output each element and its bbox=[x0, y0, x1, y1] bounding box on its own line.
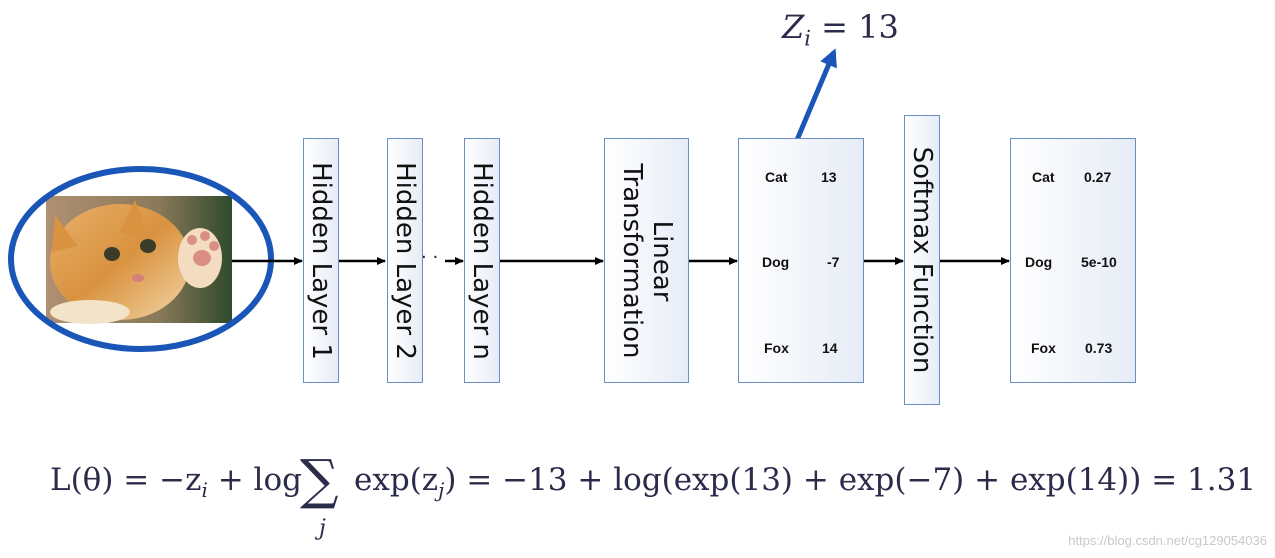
highlight-arrow bbox=[794, 48, 837, 141]
formula-plus-log: + log bbox=[207, 462, 302, 498]
logit-dog-label: Dog bbox=[762, 254, 790, 270]
logit-fox-value: 14 bbox=[822, 340, 838, 356]
z-subscript: i bbox=[804, 26, 811, 51]
sum-index: j bbox=[314, 516, 326, 541]
sum-symbol: ∑ bbox=[300, 448, 339, 511]
layer-ellipsis: · · bbox=[421, 247, 439, 268]
watermark: https://blog.csdn.net/cg129054036 bbox=[1068, 533, 1267, 548]
loss-formula-right: exp(zj) = −13 + log(exp(13) + exp(−7) + … bbox=[354, 462, 1256, 502]
input-highlight-ellipse bbox=[8, 166, 274, 352]
logit-cat-label: Cat bbox=[765, 169, 788, 185]
softmax-label: Softmax Function bbox=[907, 146, 937, 374]
prob-fox-value: 0.73 bbox=[1085, 340, 1113, 356]
linear-transformation-label: Linear Transformation bbox=[617, 163, 677, 358]
hidden-layer-2-box: Hidden Layer 2 bbox=[387, 138, 423, 383]
linear-label-line2: Transformation bbox=[616, 162, 647, 359]
prob-fox-label: Fox bbox=[1031, 340, 1056, 356]
hidden-layer-1-label: Hidden Layer 1 bbox=[306, 161, 336, 360]
prob-dog-value: 5e-10 bbox=[1081, 254, 1117, 270]
formula-exp-sub: j bbox=[438, 478, 445, 503]
prob-dog-label: Dog bbox=[1025, 254, 1053, 270]
formula-lhs-sub: i bbox=[201, 478, 208, 503]
cat-image bbox=[46, 196, 232, 324]
logits-box: Cat 13 Dog -7 Fox 14 bbox=[738, 138, 864, 383]
softmax-box: Softmax Function bbox=[904, 115, 940, 405]
logit-dog-value: -7 bbox=[827, 254, 840, 270]
z-annotation: Zi = 13 bbox=[782, 8, 899, 50]
logit-cat-value: 13 bbox=[821, 169, 837, 185]
logit-fox-label: Fox bbox=[764, 340, 789, 356]
linear-transformation-box: Linear Transformation bbox=[604, 138, 689, 383]
formula-lhs: L(θ) = −z bbox=[50, 462, 202, 498]
hidden-layer-1-box: Hidden Layer 1 bbox=[303, 138, 339, 383]
hidden-layer-2-label: Hidden Layer 2 bbox=[390, 161, 420, 360]
probabilities-box: Cat 0.27 Dog 5e-10 Fox 0.73 bbox=[1010, 138, 1136, 383]
formula-rhs: ) = −13 + log(exp(13) + exp(−7) + exp(14… bbox=[444, 462, 1257, 498]
hidden-layer-n-box: Hidden Layer n bbox=[464, 138, 500, 383]
z-letter: Z bbox=[782, 8, 805, 46]
prob-cat-value: 0.27 bbox=[1084, 169, 1112, 185]
prob-cat-label: Cat bbox=[1032, 169, 1055, 185]
z-value: = 13 bbox=[810, 8, 899, 46]
loss-formula-left: L(θ) = −zi + log bbox=[50, 462, 302, 502]
linear-label-line1: Linear bbox=[646, 220, 677, 301]
formula-exp: exp(z bbox=[354, 462, 439, 498]
hidden-layer-n-label: Hidden Layer n bbox=[467, 161, 497, 360]
